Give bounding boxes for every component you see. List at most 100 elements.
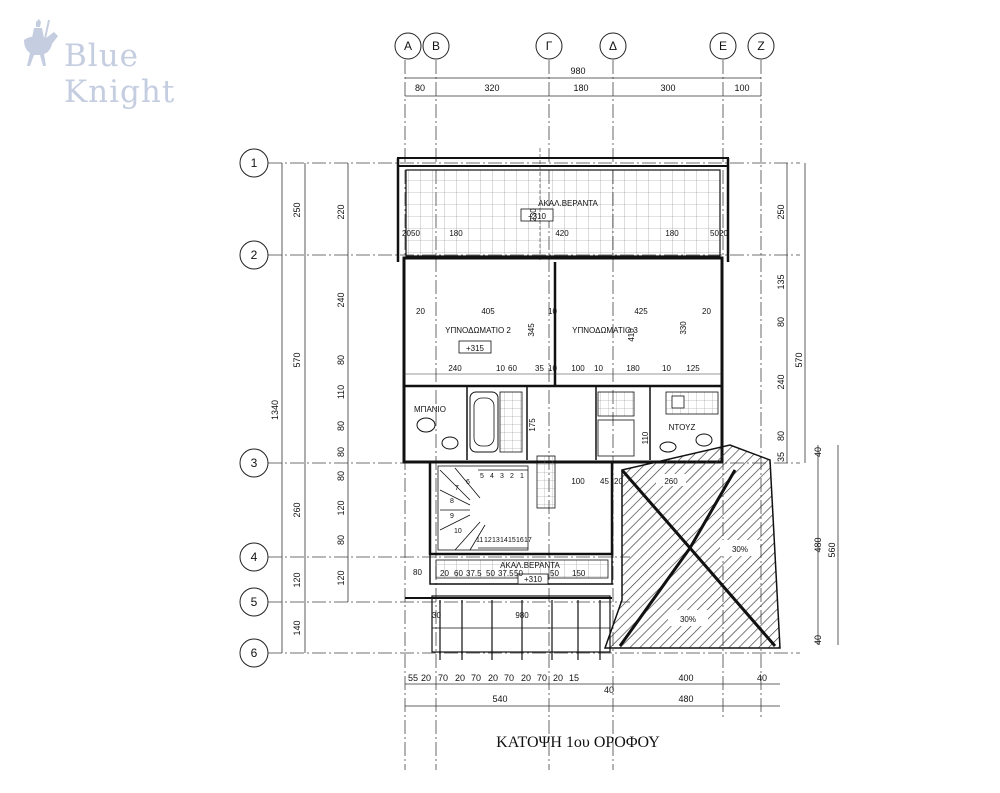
veranda-dim-180a: 180: [449, 229, 463, 238]
dim-bottom-9: 70: [537, 673, 547, 683]
col-bubble-e: [709, 32, 737, 60]
roof-slope-a: 30%: [732, 545, 748, 554]
col-label-z: Ζ: [757, 39, 764, 53]
bedroom-dim-410: 410: [627, 328, 636, 342]
row-bubbles: 1 2 3 4 5 6: [239, 148, 269, 668]
row-bubble-5: [239, 587, 269, 617]
dim-left-inner-7: 80: [336, 471, 346, 481]
row-bubble-3: [239, 448, 269, 478]
col-bubble-z: [747, 32, 775, 60]
col-bubble-d: [599, 32, 627, 60]
col-bubble-b: [422, 32, 450, 60]
stair-step-4: 4: [490, 473, 494, 480]
stair-step-7: 7: [455, 485, 459, 492]
veranda-bottom-level: +310: [524, 575, 543, 584]
dim-bottom-11: 15: [569, 673, 579, 683]
dim-bottom-7: 70: [504, 673, 514, 683]
dim-right-570: 570: [794, 352, 804, 367]
veranda-bottom-dim-50a: 50: [486, 569, 495, 578]
mid-dim-180: 180: [626, 364, 640, 373]
row-bubble-6: [239, 638, 269, 668]
bedroom-dim-345: 345: [527, 323, 536, 337]
mid-dimensions: 240 10 60 35 10 100 10 180 10 125: [404, 364, 722, 375]
dim-right-small-4: 560: [827, 542, 837, 557]
bedroom-dim-330: 330: [679, 321, 688, 335]
bedroom2-label: ΥΠΝΟΔΩΜΑΤΙΟ 2: [445, 326, 511, 335]
dim-top-seg-3: 180: [573, 83, 588, 93]
dim-bottom-4: 20: [455, 673, 465, 683]
stair-step-10: 10: [454, 528, 462, 535]
pergola-beams: [432, 600, 610, 660]
dim-overall-top: 980: [570, 66, 585, 76]
bedroom-dim-20a: 20: [416, 307, 425, 316]
dim-bottom-3: 70: [438, 673, 448, 683]
dim-right-3: 80: [776, 317, 786, 327]
stair-step-11: 11: [476, 537, 483, 544]
stair-step-5: 5: [480, 473, 484, 480]
dim-left-outer: 1340: [270, 400, 280, 420]
veranda-dim-20b: 20: [719, 229, 728, 238]
bottom-dimensions: 55 20 70 20 70 20 70 20 70 20 15 400 40 …: [405, 673, 780, 707]
bath-dim-175: 175: [528, 418, 537, 432]
dim-bottom-total-2: 480: [678, 694, 693, 704]
col-label-g: Γ: [546, 39, 553, 53]
dim-left-mid-2: 570: [292, 352, 302, 367]
dim-left-inner-8: 120: [336, 500, 346, 515]
row-bubble-4: [239, 542, 269, 572]
bedrooms: ΥΠΝΟΔΩΜΑΤΙΟ 2 +315 ΥΠΝΟΔΩΜΑΤΙΟ 3 20 405 …: [416, 307, 711, 354]
bedroom3-label: ΥΠΝΟΔΩΜΑΤΙΟ 3: [572, 326, 638, 335]
dim-bottom-8: 20: [521, 673, 531, 683]
mid-dim-10a: 10: [496, 364, 505, 373]
dim-right-6: 35: [776, 452, 786, 462]
stair-step-8: 8: [450, 498, 454, 505]
dim-top-seg-4: 300: [660, 83, 675, 93]
dim-bottom-12: 400: [678, 673, 693, 683]
dim-left-mid-1: 250: [292, 202, 302, 217]
dim-right-small-3: 40: [813, 635, 823, 645]
mid-dim-10d: 10: [662, 364, 671, 373]
veranda-bottom-dim-50b: 50: [514, 569, 523, 578]
dim-left-inner-10: 120: [336, 570, 346, 585]
house-walls: [402, 256, 724, 653]
veranda-bottom-label: ΑΚΑΛ.ΒΕΡΑΝΤΑ: [500, 561, 560, 570]
dim-right-2: 135: [776, 274, 786, 289]
veranda-dim-20a: 20: [402, 229, 411, 238]
bathroom-area: ΜΠΑΝΙΟ 175: [414, 391, 537, 453]
mid-dim-35: 35: [535, 364, 544, 373]
shower-tray: [597, 391, 635, 417]
dim-left-inner-3: 80: [336, 355, 346, 365]
right-dimensions: 250 135 80 240 80 35 570 40 480 40 560: [776, 163, 839, 645]
stair-step-2: 2: [510, 473, 514, 480]
dim-bottom-1: 55: [408, 673, 418, 683]
left-dimensions: 1340 250 570 260 120 140 220 240 80 110 …: [270, 163, 349, 653]
bathroom-shelf: [499, 391, 523, 453]
roof-area: 30% 30% 260: [603, 444, 781, 649]
plan-title: ΚΑΤΟΨΗ 1ου ΟΡΟΦΟΥ: [496, 734, 660, 751]
veranda-bottom-dim-37a: 37.5: [466, 569, 482, 578]
col-label-b: Β: [432, 39, 440, 53]
stair-step-13: 13: [492, 537, 500, 544]
column-bubbles: Α Β Γ Δ Ε Ζ: [394, 32, 775, 60]
bedroom-dim-20b: 20: [702, 307, 711, 316]
dim-bottom-40: 40: [604, 685, 614, 695]
dim-bottom-5: 70: [471, 673, 481, 683]
veranda-dim-420: 420: [555, 229, 569, 238]
landing-dim-45: 45: [600, 477, 609, 486]
dim-bottom-2: 20: [421, 673, 431, 683]
row-bubble-1: [239, 148, 269, 178]
dim-left-mid-5: 140: [292, 620, 302, 635]
stair-step-1: 1: [520, 473, 524, 480]
col-bubble-g: [535, 32, 563, 60]
stair-step-12: 12: [484, 537, 492, 544]
row-label-1: 1: [251, 156, 258, 170]
dim-left-inner-5: 80: [336, 421, 346, 431]
dim-left-mid-3: 260: [292, 502, 302, 517]
mid-dim-100: 100: [571, 364, 585, 373]
stair-step-15: 15: [508, 537, 516, 544]
dim-bottom-total-1: 540: [492, 694, 507, 704]
shower-sink: [659, 441, 677, 453]
dim-right-1: 250: [776, 204, 786, 219]
dim-left-mid-4: 120: [292, 572, 302, 587]
dim-bottom-6: 20: [488, 673, 498, 683]
